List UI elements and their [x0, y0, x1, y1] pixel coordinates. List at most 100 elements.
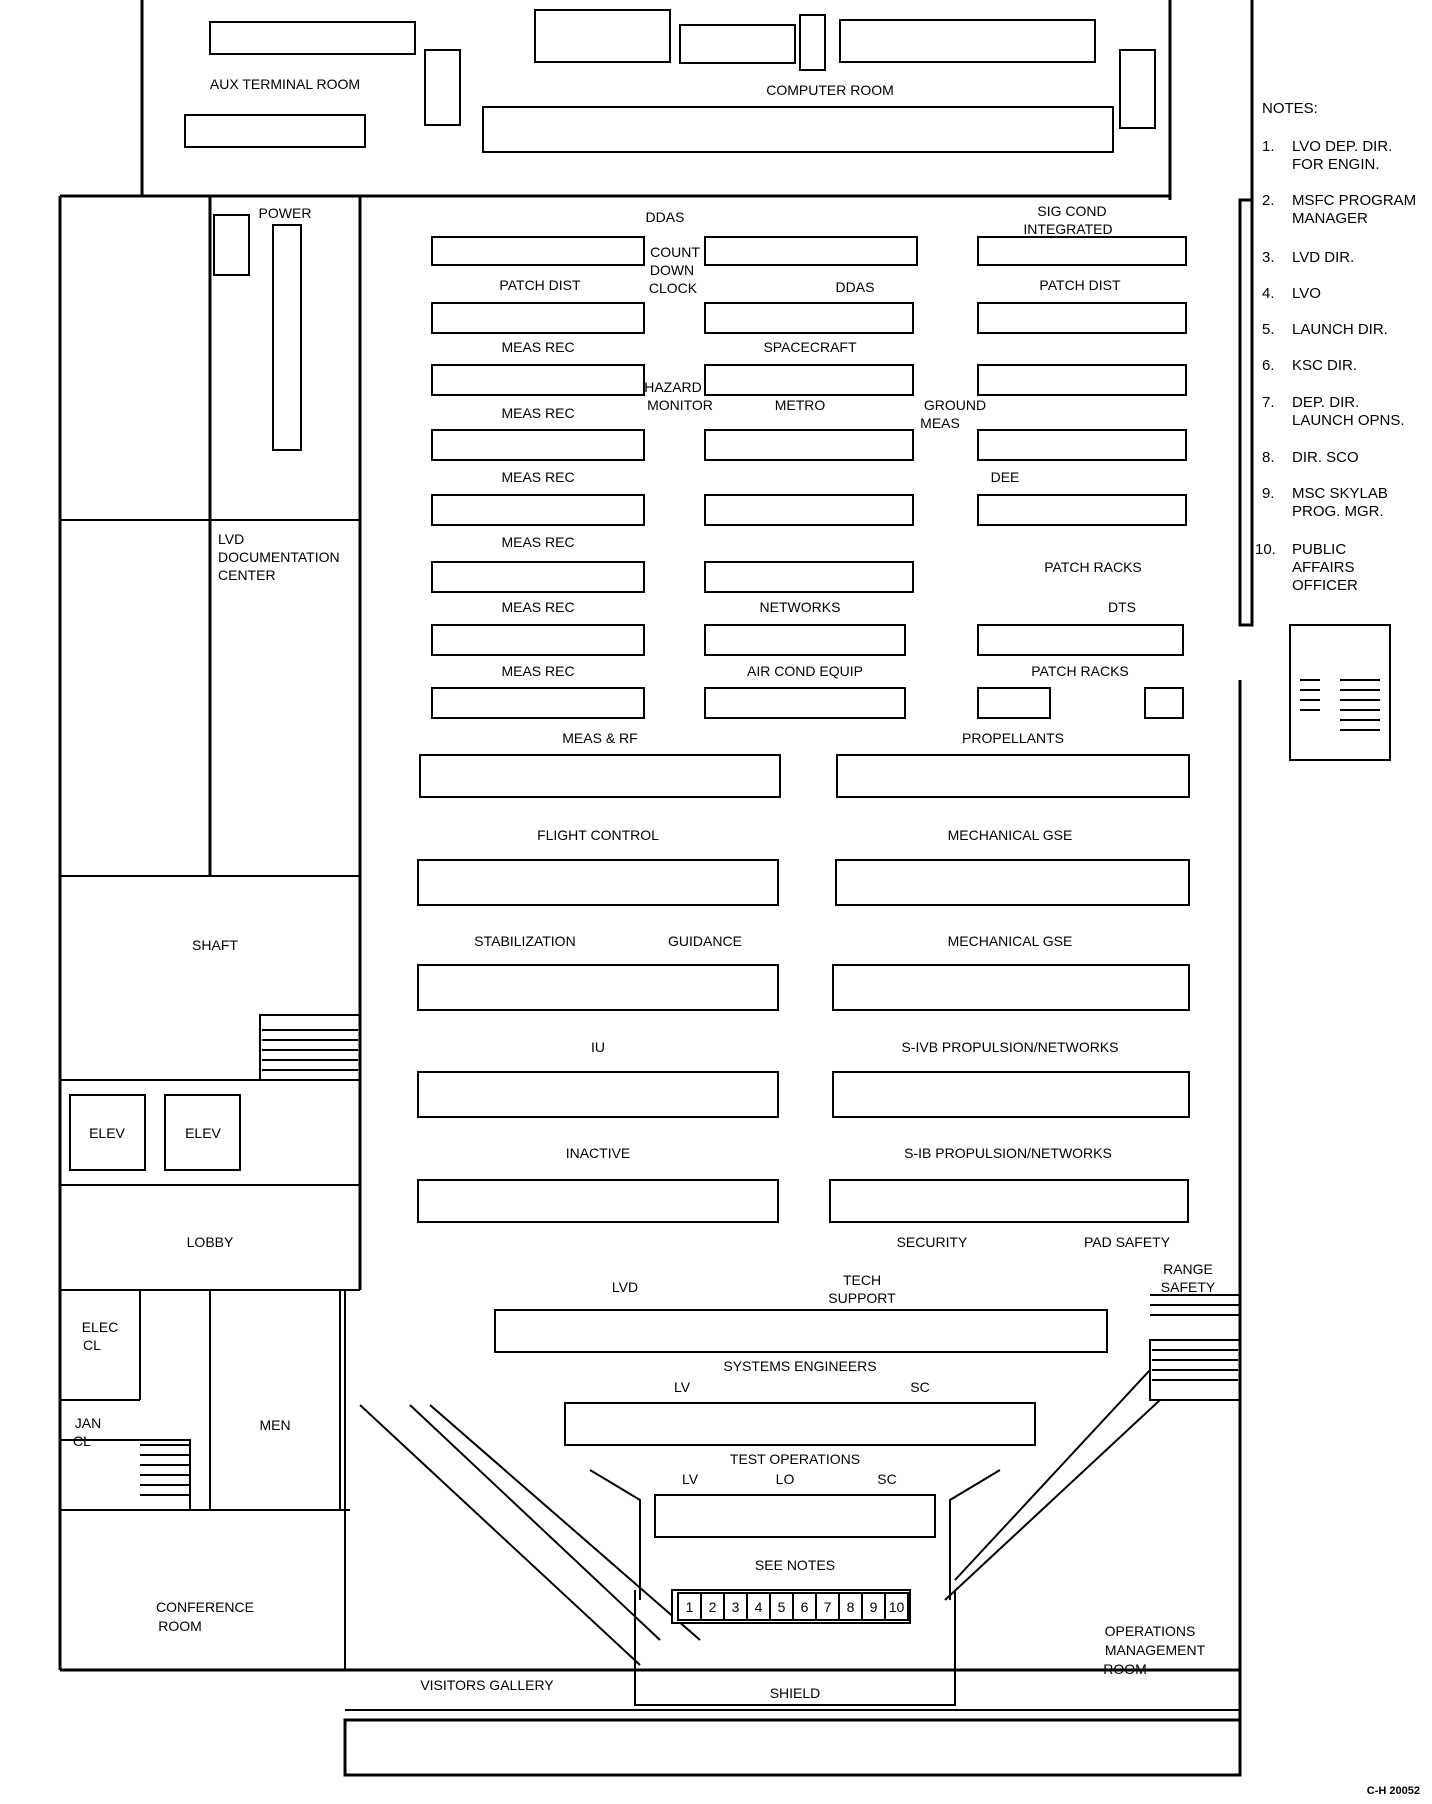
- air-cond-label: AIR COND EQUIP: [747, 663, 863, 679]
- position-number: 1: [686, 1599, 694, 1615]
- countdown-label-1: COUNT: [650, 244, 700, 260]
- conference-label-2: ROOM: [158, 1618, 202, 1634]
- note-9-line-2: PROG. MGR.: [1292, 503, 1384, 520]
- position-cell: [884, 1592, 909, 1621]
- position-number: 5: [778, 1599, 786, 1615]
- note-10-number: 10.: [1255, 541, 1276, 558]
- note-4-number: 4.: [1262, 285, 1275, 302]
- large-consoles: [417, 754, 1190, 1624]
- mechanical-gse-label-2: MECHANICAL GSE: [948, 933, 1073, 949]
- note-5-number: 5.: [1262, 321, 1275, 338]
- note-8-line-1: DIR. SCO: [1292, 449, 1359, 466]
- lobby-label: LOBBY: [187, 1234, 234, 1250]
- note-7-line-2: LAUNCH OPNS.: [1292, 412, 1405, 429]
- position-number: 7: [824, 1599, 832, 1615]
- ground-label-1: GROUND: [924, 397, 986, 413]
- position-number: 6: [801, 1599, 809, 1615]
- note-1-line-1: LVO DEP. DIR.: [1292, 138, 1392, 155]
- sc-label: SC: [910, 1379, 929, 1395]
- lvd-label: LVD: [612, 1279, 638, 1295]
- position-number: 9: [870, 1599, 878, 1615]
- lvd-doc-label-3: CENTER: [218, 567, 276, 583]
- guidance-label: GUIDANCE: [668, 933, 742, 949]
- countdown-label-2: DOWN: [650, 262, 694, 278]
- lvd-doc-label-2: DOCUMENTATION: [218, 549, 340, 565]
- note-9-line-1: MSC SKYLAB: [1292, 485, 1388, 502]
- elevator-2: [164, 1094, 241, 1171]
- sig-cond-label-2: INTEGRATED: [1023, 221, 1112, 237]
- meas-rec-label-1: MEAS REC: [501, 339, 574, 355]
- test-operations-label: TEST OPERATIONS: [730, 1451, 860, 1467]
- sib-label: S-IB PROPULSION/NETWORKS: [904, 1145, 1112, 1161]
- note-9-number: 9.: [1262, 485, 1275, 502]
- tech-label-1: TECH: [843, 1272, 881, 1288]
- elec-cl-label-2: CL: [83, 1337, 101, 1353]
- note-6-number: 6.: [1262, 357, 1275, 374]
- operations-label-3: ROOM: [1103, 1661, 1147, 1677]
- patch-dist-label-2: PATCH DIST: [1039, 277, 1121, 293]
- power-label: POWER: [259, 205, 312, 221]
- metro-label: METRO: [775, 397, 826, 413]
- note-1-number: 1.: [1262, 138, 1275, 155]
- stairs-right: [1300, 679, 1380, 731]
- to-lv-label: LV: [682, 1471, 699, 1487]
- to-lo-label: LO: [776, 1471, 795, 1487]
- note-2-number: 2.: [1262, 192, 1275, 209]
- position-number: 3: [732, 1599, 740, 1615]
- console-labels: DDAS COUNT DOWN CLOCK DDAS SIG COND INTE…: [474, 203, 1216, 1573]
- note-10-line-1: PUBLIC: [1292, 541, 1346, 558]
- security-label: SECURITY: [897, 1234, 968, 1250]
- room-labels: AUX TERMINAL ROOM COMPUTER ROOM POWER LV…: [73, 76, 1206, 1701]
- elevator-1: [69, 1094, 146, 1171]
- tech-label-2: SUPPORT: [828, 1290, 896, 1306]
- note-3-number: 3.: [1262, 249, 1275, 266]
- note-8-number: 8.: [1262, 449, 1275, 466]
- inactive-label: INACTIVE: [566, 1145, 631, 1161]
- shaft-label: SHAFT: [192, 937, 238, 953]
- patch-racks-label-2: PATCH RACKS: [1031, 663, 1129, 679]
- meas-rec-label-6: MEAS REC: [501, 663, 574, 679]
- spacecraft-label: SPACECRAFT: [763, 339, 857, 355]
- building-walls: [58, 0, 1391, 1777]
- iu-label: IU: [591, 1039, 605, 1055]
- meas-rf-label: MEAS & RF: [562, 730, 637, 746]
- ddas-label: DDAS: [646, 209, 685, 225]
- meas-rec-label-2: MEAS REC: [501, 405, 574, 421]
- position-number: 2: [709, 1599, 717, 1615]
- visitors-gallery-label: VISITORS GALLERY: [420, 1677, 554, 1693]
- elec-cl-label-1: ELEC: [82, 1319, 119, 1335]
- notes-panel: NOTES: 1. LVO DEP. DIR. FOR ENGIN. 2. MS…: [1255, 100, 1416, 594]
- range-label-2: SAFETY: [1161, 1279, 1216, 1295]
- lvd-doc-label-1: LVD: [218, 531, 244, 547]
- see-notes-label: SEE NOTES: [755, 1557, 835, 1573]
- to-sc-label: SC: [877, 1471, 896, 1487]
- lv-label: LV: [674, 1379, 691, 1395]
- patch-dist-label-1: PATCH DIST: [499, 277, 581, 293]
- computer-room-equipment: [482, 9, 1156, 153]
- sivb-label: S-IVB PROPULSION/NETWORKS: [901, 1039, 1118, 1055]
- stairs-jan: [140, 1444, 190, 1496]
- note-7-line-1: DEP. DIR.: [1292, 394, 1359, 411]
- range-label-1: RANGE: [1163, 1261, 1213, 1277]
- countdown-label-3: CLOCK: [649, 280, 698, 296]
- hazard-label-2: MONITOR: [647, 397, 713, 413]
- dee-label: DEE: [991, 469, 1020, 485]
- position-number: 10: [889, 1599, 905, 1615]
- ground-label-2: MEAS: [920, 415, 960, 431]
- stairs-bottom-right: [1152, 1349, 1238, 1381]
- position-number: 4: [755, 1599, 763, 1615]
- mechanical-gse-label-1: MECHANICAL GSE: [948, 827, 1073, 843]
- computer-room-label: COMPUTER ROOM: [766, 82, 894, 98]
- note-2-line-1: MSFC PROGRAM: [1292, 192, 1416, 209]
- notes-title: NOTES:: [1262, 100, 1318, 117]
- note-7-number: 7.: [1262, 394, 1275, 411]
- stairs-shaft: [262, 1029, 358, 1071]
- flight-control-label: FLIGHT CONTROL: [537, 827, 659, 843]
- ddas-small-label: DDAS: [836, 279, 875, 295]
- jan-cl-label-2: CL: [73, 1433, 91, 1449]
- operations-label-2: MANAGEMENT: [1105, 1642, 1206, 1658]
- meas-rec-label-4: MEAS REC: [501, 534, 574, 550]
- note-6-line-1: KSC DIR.: [1292, 357, 1357, 374]
